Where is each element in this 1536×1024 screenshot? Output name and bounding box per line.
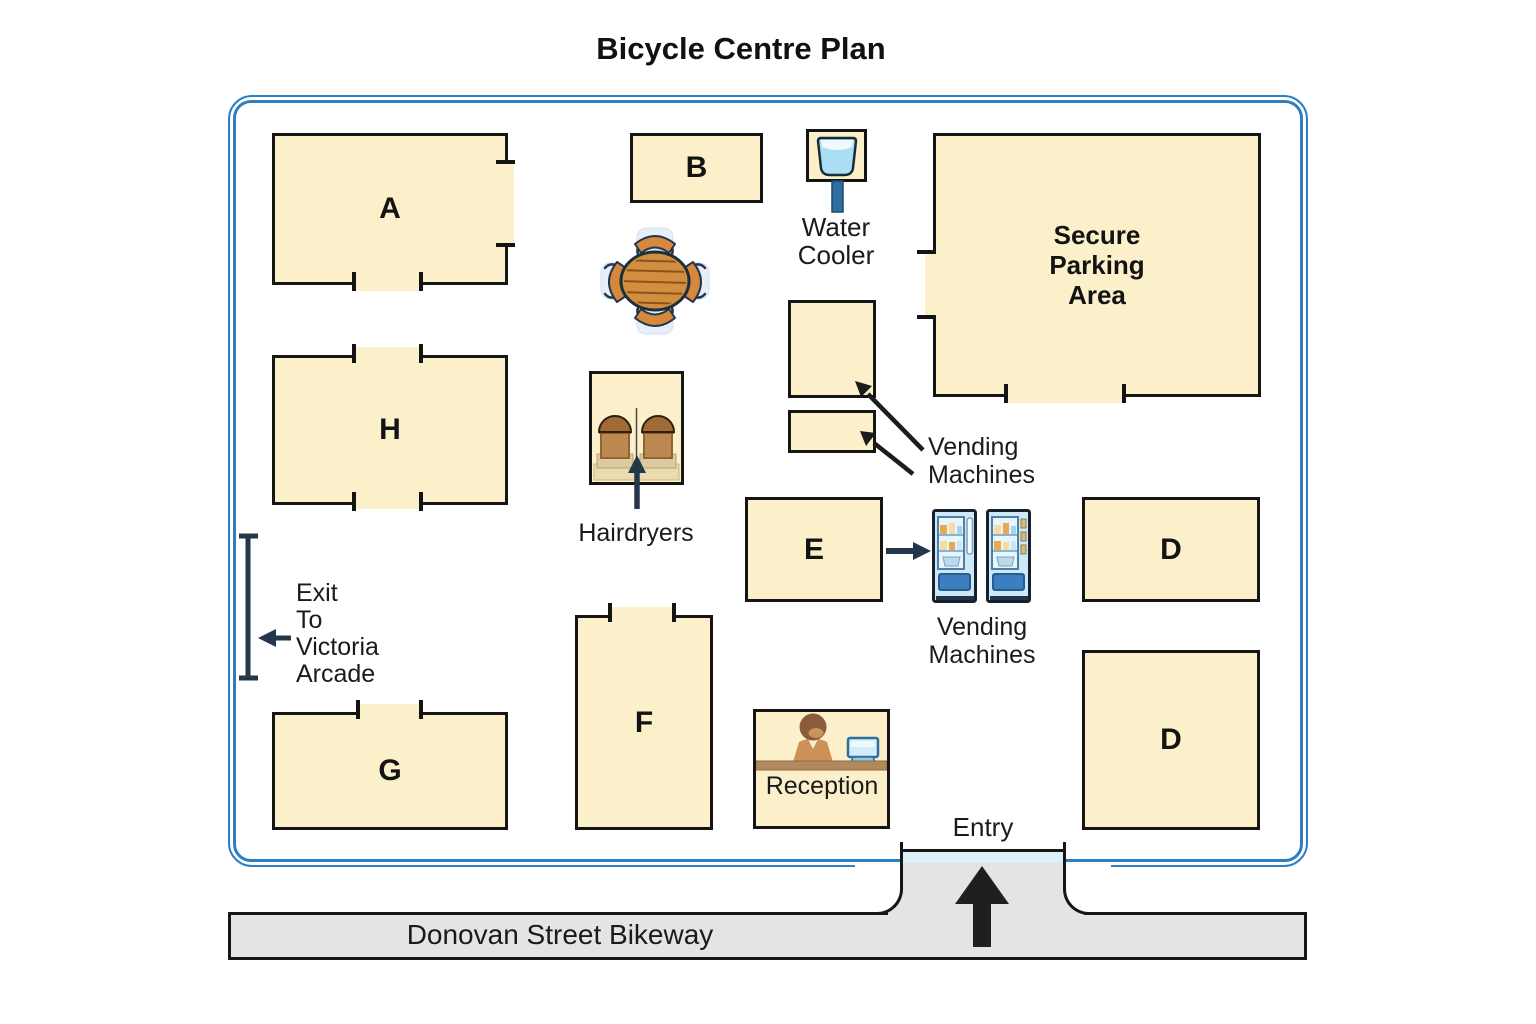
entry-tick-right [1063, 842, 1066, 868]
door-cap [352, 344, 356, 363]
room-e: E [745, 497, 883, 602]
door-cap [352, 272, 356, 291]
vending-machines-lower-label: Vending Machines [928, 613, 1036, 669]
door-cap [1122, 384, 1126, 403]
water-cooler-label: Water Cooler [797, 212, 875, 270]
room-b-label: B [685, 151, 708, 184]
room-g-label: G [378, 754, 402, 787]
room-d-lower-label: D [1160, 723, 1182, 756]
room-b: B [630, 133, 763, 203]
door-cap [917, 315, 936, 319]
door-cap [917, 250, 936, 254]
room-f-label: F [634, 705, 654, 739]
room-d-upper-label: D [1160, 532, 1182, 566]
water-cooler-icon [806, 129, 870, 215]
room-h: H [272, 355, 508, 505]
room-a-label: A [379, 192, 401, 225]
door-cap [608, 603, 612, 622]
plan-border-inner [233, 100, 1303, 862]
entry-opening [903, 849, 1063, 863]
room-secure-parking: Secure Parking Area [933, 133, 1261, 397]
receptionist-at-desk-icon [756, 712, 887, 772]
room-d-lower: D [1082, 650, 1260, 830]
street-label: Donovan Street Bikeway [406, 919, 714, 950]
door-opening [503, 164, 514, 243]
door-cap [419, 700, 423, 719]
door-opening [356, 280, 419, 291]
entry-label: Entry [952, 812, 1014, 842]
salon-hairdryer-chairs-icon [592, 374, 681, 482]
door-cap [496, 243, 515, 247]
round-table-with-chairs-icon [599, 226, 711, 336]
room-d-upper: D [1082, 497, 1260, 602]
room-f: F [575, 615, 713, 830]
hairdryers-label: Hairdryers [578, 519, 694, 547]
door-cap [496, 160, 515, 164]
door-opening [356, 498, 419, 509]
door-opening [360, 704, 419, 715]
entry-tick-left [900, 842, 903, 868]
vending-machines-upper-label: Vending Machines [928, 433, 1035, 489]
door-opening [356, 347, 419, 358]
room-a: A [272, 133, 508, 285]
entry-passage-wall-right [1063, 863, 1111, 915]
entry-passage-wall-left [855, 863, 903, 915]
door-cap [419, 344, 423, 363]
vending-machines-icon [930, 508, 1034, 606]
door-cap [356, 700, 360, 719]
door-opening [925, 254, 936, 315]
page-title: Bicycle Centre Plan [596, 31, 886, 66]
room-h-label: H [379, 413, 401, 446]
door-opening [612, 607, 672, 618]
door-cap [352, 492, 356, 511]
entry-passage [888, 863, 1084, 915]
bikeway-road [228, 912, 1307, 960]
room-e-label: E [803, 532, 824, 566]
reception-label: Reception [765, 772, 879, 800]
vending-alcove-upper [788, 300, 876, 398]
door-cap [1004, 384, 1008, 403]
door-cap [672, 603, 676, 622]
room-g: G [272, 712, 508, 830]
plan-border-outer [228, 95, 1308, 867]
door-cap [419, 492, 423, 511]
exit-label: Exit To Victoria Arcade [296, 579, 379, 688]
door-cap [419, 272, 423, 291]
door-opening [1008, 392, 1122, 403]
secure-parking-label: Secure Parking Area [1049, 220, 1145, 310]
vending-alcove-lower [788, 410, 876, 453]
